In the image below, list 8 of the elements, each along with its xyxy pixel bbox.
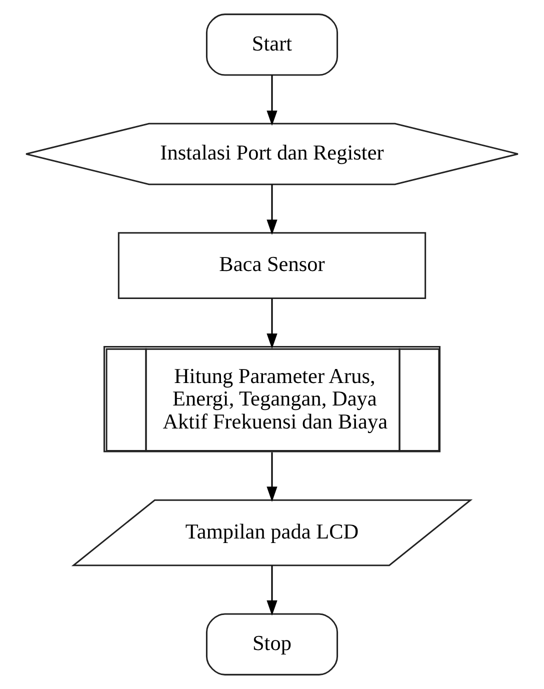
arrow xyxy=(266,75,278,126)
node-box: Baca Sensor xyxy=(118,232,426,299)
arrow xyxy=(266,298,278,349)
arrow xyxy=(266,452,278,502)
arrow xyxy=(266,184,278,235)
node-box: Stop xyxy=(206,613,338,676)
arrow xyxy=(266,566,278,616)
node-box: Start xyxy=(206,14,338,76)
